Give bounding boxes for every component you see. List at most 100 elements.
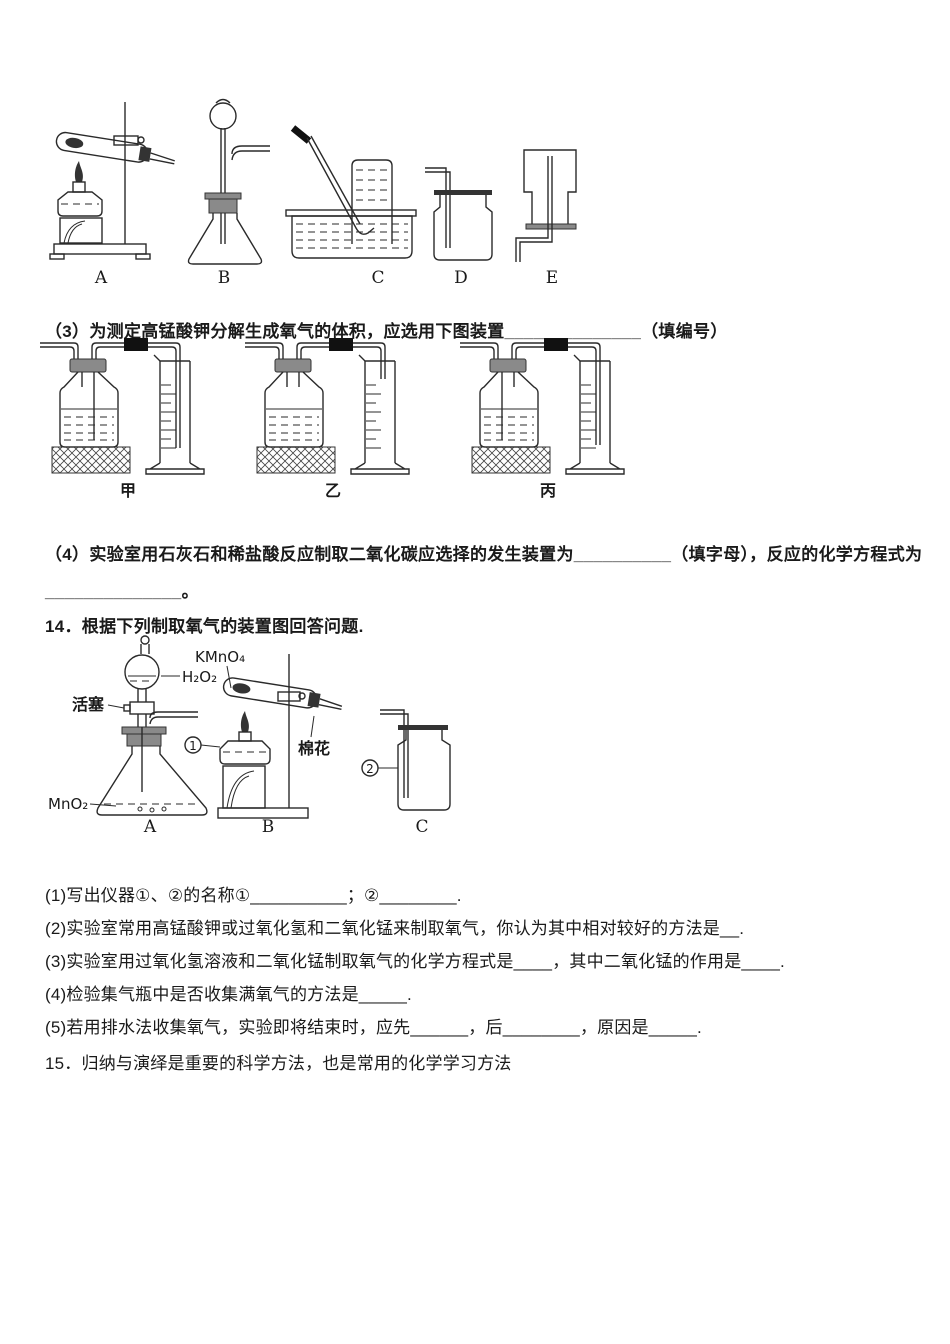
setup-label-jia: 甲	[120, 481, 136, 500]
question-13-4-line1: （4）实验室用石灰石和稀盐酸反应制取二氧化碳应选择的发生装置为_________…	[45, 545, 923, 564]
q14-sub-3: (3)实验室用过氧化氢溶液和二氧化锰制取氧气的化学方程式是____，其中二氧化锰…	[45, 952, 785, 971]
gas-volume-diagram: 甲 乙	[40, 338, 625, 500]
erlenmeyer-flask	[187, 213, 263, 265]
separating-funnel-bulb	[124, 654, 160, 690]
flame-icon	[74, 161, 83, 182]
tube-handle	[290, 125, 312, 144]
question-13-4-line2: ______________。	[45, 582, 199, 601]
pinch-clamp	[329, 338, 353, 351]
cylinder-base	[350, 462, 410, 475]
delivery-tube	[515, 156, 549, 262]
clamp-bolt	[298, 692, 306, 700]
mno2-label: MnO₂	[48, 795, 88, 813]
gas-bottle	[433, 195, 493, 261]
q14-apparatus-b: KMnO₄ 1 棉花 B	[184, 648, 343, 837]
bottle-stopper	[489, 358, 527, 373]
clamp-bolt	[137, 136, 145, 144]
delivery-tube	[425, 167, 447, 248]
cylinder-base	[565, 462, 625, 475]
q14-label-c: C	[415, 817, 428, 837]
q14-apparatus-c: 2 C	[361, 709, 451, 837]
question-13-3-text: （3）为测定高锰酸钾分解生成氧气的体积，应选用下图装置_____________…	[45, 322, 728, 341]
q13-apparatus-diagram: A B C D	[49, 98, 577, 288]
stopper-flange	[121, 726, 167, 735]
q14-sub-5: (5)若用排水法收集氧气，实验即将结束时，应先______，后________，…	[45, 1018, 702, 1037]
lamp-cap	[72, 181, 86, 193]
glass-plate	[434, 190, 492, 195]
circled-2-number: 2	[366, 762, 374, 776]
circled-1-number: 1	[189, 739, 197, 753]
cylinder-rim	[358, 354, 395, 362]
q14-sub-1: (1)写出仪器①、②的名称①__________；②________.	[45, 886, 462, 905]
stand-foot	[135, 253, 151, 260]
apparatus-c-water-trough: C	[285, 125, 417, 288]
erlenmeyer-flask	[96, 746, 208, 816]
gas-volume-setups-row: 甲 乙	[40, 333, 660, 503]
kmno4-leader-line	[226, 665, 232, 689]
stopcock-label: 活塞	[72, 695, 105, 714]
wood-block	[222, 765, 266, 809]
alcohol-lamp	[57, 191, 103, 217]
delivery-tube	[149, 711, 198, 719]
cylinder-base	[145, 462, 205, 475]
kmno4-label: KMnO₄	[195, 648, 245, 666]
setup-label-yi: 乙	[325, 481, 341, 500]
collection-bottle	[351, 159, 393, 244]
apparatus-d-gas-bottle-up: D	[425, 167, 493, 288]
q14-sub-4: (4)检验集气瓶中是否收集满氧气的方法是_____.	[45, 985, 412, 1004]
circled-1-leader-line	[200, 744, 221, 748]
flask-stopper	[208, 198, 238, 214]
funnel-bulb	[209, 102, 237, 130]
flame-icon	[240, 711, 249, 732]
apparatus-label-a: A	[94, 268, 108, 288]
apparatus-e-gas-bottle-down: E	[515, 149, 577, 288]
h2o2-label: H₂O₂	[182, 668, 217, 686]
stopcock-leader-line	[107, 704, 125, 709]
apparatus-label-d: D	[454, 268, 468, 288]
cylinder-rim	[153, 354, 190, 362]
apparatus-b-flask-funnel: B	[187, 98, 270, 288]
setup-jia: 甲	[40, 338, 205, 500]
q14-apparatus-diagram: H₂O₂ 活塞 MnO₂ A KMnO₄ 1 棉花 B	[48, 635, 451, 837]
cylinder-rim	[573, 354, 610, 362]
stopcock	[129, 701, 155, 715]
bottle-stopper	[274, 358, 312, 373]
inverted-bottle	[523, 149, 577, 224]
glass-plate	[525, 223, 577, 230]
delivery-tube	[306, 137, 375, 235]
setup-yi: 乙	[245, 338, 410, 500]
bottle-stopper	[69, 358, 107, 373]
gas-bottle	[397, 730, 451, 811]
apparatus-label-e: E	[546, 268, 558, 288]
delivery-tube	[380, 709, 405, 798]
q14-label-a: A	[143, 817, 157, 837]
trough-rim	[285, 209, 417, 217]
cotton-leader-line	[310, 715, 315, 738]
alcohol-lamp	[219, 740, 271, 765]
q14-sub-2: (2)实验室常用高锰酸钾或过氧化氢和二氧化锰来制取氧气，你认为其中相对较好的方法…	[45, 919, 745, 938]
funnel-mouth	[215, 98, 231, 104]
stand-foot	[49, 253, 65, 260]
apparatus-label-c: C	[371, 268, 384, 288]
apparatus-label-b: B	[218, 268, 231, 288]
cotton-label: 棉花	[298, 739, 330, 758]
test-tube	[222, 677, 343, 710]
apparatus-a-heating-setup: A	[49, 102, 175, 288]
pad	[256, 446, 336, 474]
test-tube	[55, 131, 175, 165]
q14-label-b: B	[262, 817, 275, 837]
mno2-leader-line	[89, 803, 117, 807]
stopper-flange	[204, 192, 242, 200]
glass-plate	[398, 725, 448, 730]
pad	[51, 446, 131, 474]
stand-base	[53, 243, 147, 255]
stopcock-knob	[123, 704, 131, 712]
q14-apparatus-row: H₂O₂ 活塞 MnO₂ A KMnO₄ 1 棉花 B	[30, 632, 470, 844]
q14-apparatus-a: H₂O₂ 活塞 MnO₂ A	[48, 635, 217, 837]
wood-block	[59, 217, 103, 244]
trough	[291, 215, 413, 259]
setup-label-bing: 丙	[540, 481, 556, 500]
pad	[471, 446, 551, 474]
flask-stopper	[126, 733, 162, 747]
delivery-tube	[231, 145, 270, 155]
